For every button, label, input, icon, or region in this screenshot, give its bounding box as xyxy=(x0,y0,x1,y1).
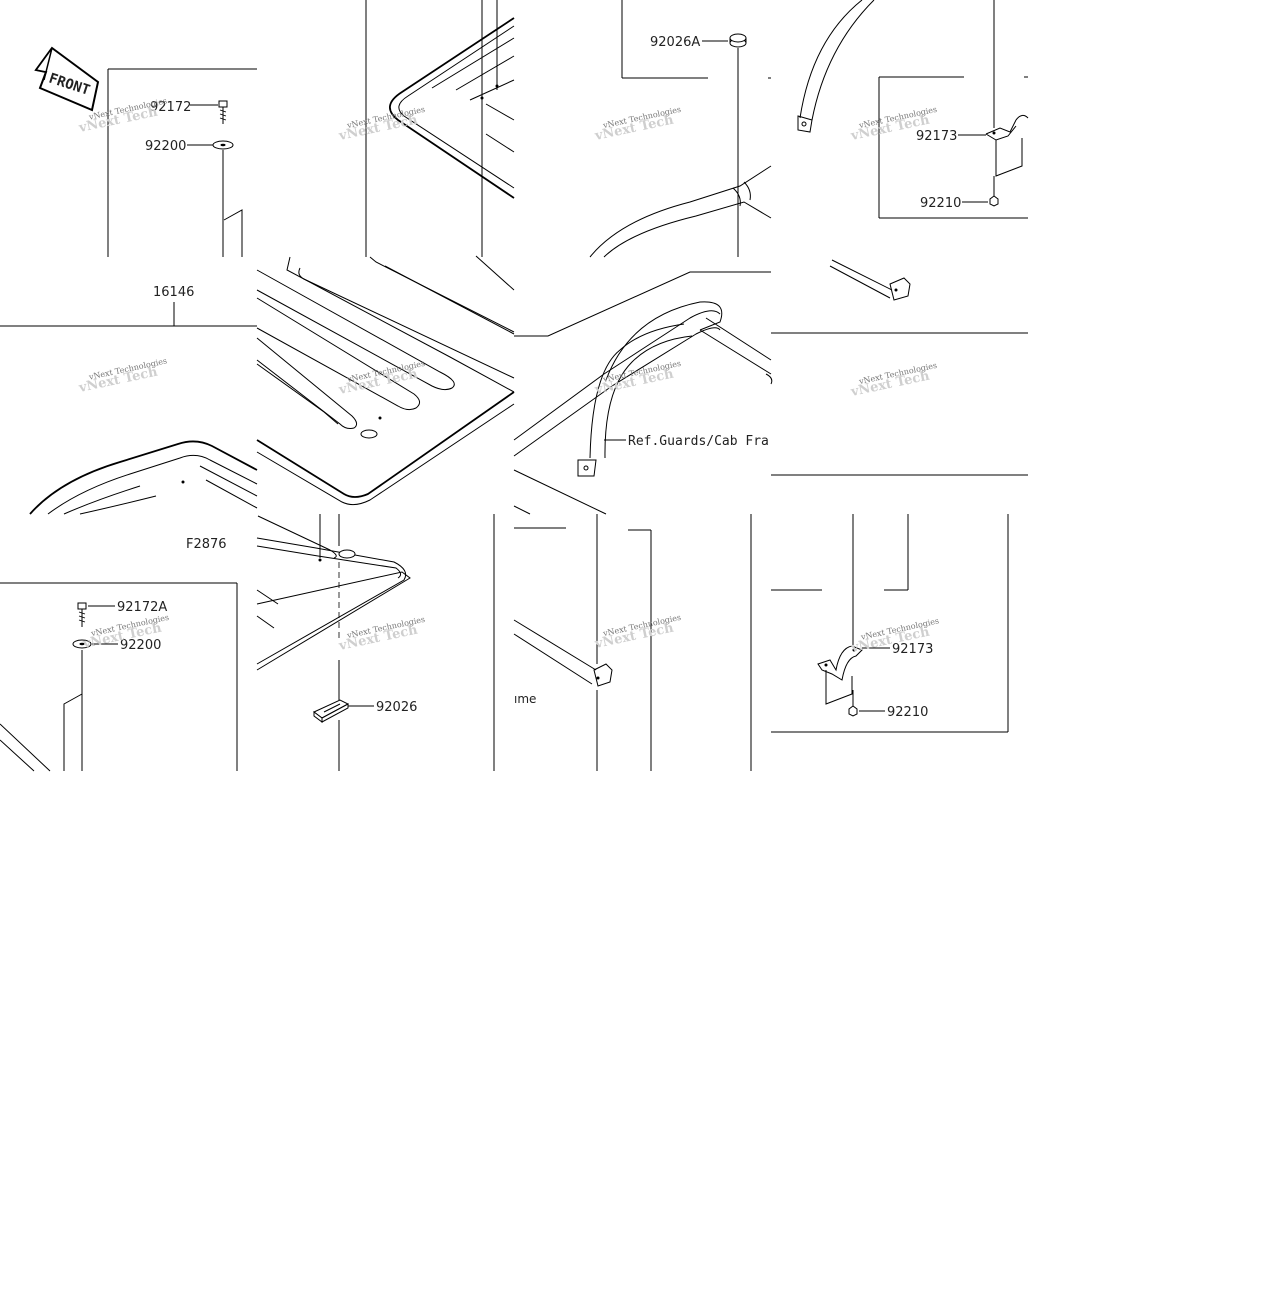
bolt-icon xyxy=(218,100,228,124)
label-92210: 92210 xyxy=(920,196,961,211)
tile-clamp-detail xyxy=(771,259,1028,476)
label-ref-fragment: ıme xyxy=(514,692,536,706)
tile-92026A: 92026A xyxy=(589,0,772,258)
label-92172: 92172 xyxy=(150,100,191,115)
label-92026A: 92026A xyxy=(650,35,700,50)
clamp-icon xyxy=(817,645,863,681)
tile-92173-clamp: 92173 92210 xyxy=(797,0,1029,219)
tile-92173-92210: 92173 92210 xyxy=(771,514,1009,733)
tile-front-arrow: FRONT 92172 92200 xyxy=(34,46,257,257)
label-16146: 16146 xyxy=(153,285,194,300)
label-92173b: 92173 xyxy=(892,642,933,657)
rubber-pad-icon xyxy=(313,699,350,723)
tile-92172A: F2876 92172A 92200 xyxy=(0,537,238,772)
tile-16146: 16146 xyxy=(0,285,258,515)
tile-roof-corner xyxy=(365,0,515,257)
label-ref-guards: Ref.Guards/Cab Fra xyxy=(628,434,769,449)
label-92210b: 92210 xyxy=(887,705,928,720)
nut-icon xyxy=(989,195,999,207)
nut-icon xyxy=(848,705,858,717)
tile-guard-frame: Ref.Guards/Cab Fra xyxy=(513,271,773,515)
label-92026: 92026 xyxy=(376,700,417,715)
washer-icon xyxy=(72,639,92,649)
watermarks: vNext Tech vNext Technologies vNext Tech… xyxy=(77,96,940,656)
label-92172A: 92172A xyxy=(117,600,167,615)
tile-guard-tube: ıme xyxy=(513,514,752,771)
grommet-icon xyxy=(729,33,747,48)
label-92173: 92173 xyxy=(916,129,957,144)
tile-roof-panel xyxy=(256,255,515,506)
front-arrow-icon: FRONT xyxy=(34,46,100,112)
label-92200: 92200 xyxy=(145,139,186,154)
tile-92026: 92026 xyxy=(256,514,495,771)
bolt-icon xyxy=(77,602,87,627)
label-92200b: 92200 xyxy=(120,638,161,653)
figure-code: F2876 xyxy=(186,537,227,552)
clamp-icon xyxy=(985,114,1029,141)
washer-icon xyxy=(212,140,234,150)
